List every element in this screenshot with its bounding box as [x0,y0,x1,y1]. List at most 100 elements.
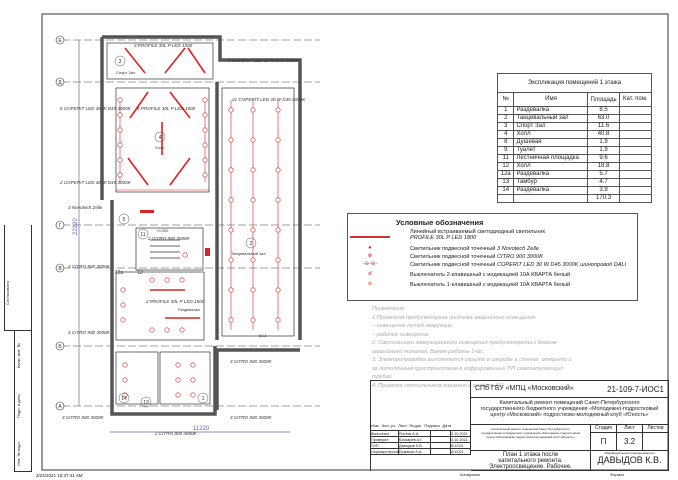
luminaire-mark [164,277,170,283]
table-cell [618,154,653,163]
col-header: Лист [398,423,407,428]
table-cell: 1.9 [587,138,620,147]
fixture-label: 6 COPERIT LED 30 W D45 3000K [60,106,132,111]
table-cell: 12а [496,170,515,179]
revision-headers: Изм. Кол. уч. Лист № док. Подпись Дата [371,423,471,431]
fixture-label: 2 COPERIT LED 30 W D45 3000K [59,180,132,185]
luminaire-mark [182,252,188,258]
luminaire-mark [228,137,234,143]
luminaire-mark [190,377,196,383]
coperit-icon: -⊖-⊖- [362,261,378,267]
room-number: 13 [143,400,149,406]
table-cell: Спорт Зал [513,122,589,131]
table-cell: Душевая [513,138,589,147]
table-cell: 5.7 [587,170,620,179]
luminaire-mark [202,172,208,178]
sheet-frame [41,13,669,471]
sheets-header: Листов [643,425,669,433]
legend-text: Выключатель 1-клавишный с индикацией 10А… [410,282,571,288]
walls [100,35,302,416]
org-cell: СПб ГБУ «МПЦ «Московский» 21-109-7-ИОС1 [471,381,669,398]
table-cell: 3 [496,122,515,131]
table-cell: 1 [496,106,515,115]
firm-name: ДАВЫДОВ К.В. [597,455,662,465]
room-explication-table: Экспликация помещений 1 этажа № Имя Площ… [496,73,653,203]
print-timestamp: 3/24/2021 10:37:41 AM [36,473,83,478]
inventory-box [14,330,32,472]
room-number: 1 [202,396,205,402]
table-cell: 40.8 [587,130,620,139]
axis-label: Г [59,223,62,229]
grid-axes [62,39,320,407]
format-label: Формат [610,472,625,477]
luminaire-mark [175,392,181,398]
table-title: Экспликация помещений 1 этажа [497,73,652,93]
fixture-label: 4 CITRO 900 3000K [68,330,111,335]
table-cell: 14 [496,186,515,195]
luminaire-mark [120,287,126,293]
signature-role: Проверил [371,437,399,443]
legend-item: Выключатель 2-клавишный с индикацией 10А… [410,272,570,278]
luminaire-mark [275,257,281,263]
inv-sub-label: Взам. инв. № [16,343,21,368]
table-header: № [496,92,515,107]
luminaire-mark [228,257,234,263]
table-cell: 11.6 [587,122,620,131]
document-code: 21-109-7-ИОС1 [607,385,664,394]
table-cell: Лестничная площадка [513,154,589,163]
table-cell [618,106,653,115]
luminaire-mark [250,167,256,173]
luminaire-mark [250,287,256,293]
sheet-value: 3.2 [617,433,643,451]
note-line: 2. Светильники эвакуационного освещения … [372,340,557,355]
fixture-label: 3 CITRO 900 3000K [230,415,273,420]
table-cell: 4 [496,130,515,139]
legend-text: Светильник подвесной точечный [410,254,497,260]
fixture-label: 3 Novotech Zelle [68,205,103,210]
note-line: 4. Привязка светильников показано в разд… [372,382,504,389]
luminaire-mark [149,327,155,333]
fixture-label: 8 COPERIT LED 30 W D45 3000K [228,58,300,63]
luminaire-mark [202,142,208,148]
table-cell: 4.7 [587,178,620,187]
legend-model: CITRO 900 3000K [496,254,543,260]
note-line: 1.Проектом предусмотрена система аварийн… [372,314,537,321]
luminaire-mark [275,287,281,293]
luminaire-mark [228,107,234,113]
col-header: Подпись [424,423,441,428]
room-name: Спорт Зал [116,70,136,75]
axis-label: Д [58,80,62,86]
luminaire-mark [228,317,234,323]
col-header: Изм. [371,423,380,428]
room-outlines [106,42,295,405]
room-number: 14 [121,396,127,402]
table-cell: Тамбур [513,178,589,187]
room-name: Раздевалка [178,307,200,312]
horizontal-dimension: 11220 [193,426,210,432]
signature-date: 3.10.2021 [451,431,471,437]
legend-text: Выключатель 2-клавишный с индикацией 10А… [410,272,571,278]
luminaire-mark [190,362,196,368]
signature-date: 4/1/021 [451,443,471,449]
legend-text: Светильник подвесной точечный [410,262,497,268]
switch-panel [205,248,210,256]
note-line: – освещение путей эвакуации [372,323,453,329]
col-header: Кол. уч. [381,423,397,428]
axis-label: В [58,266,62,272]
table-cell: Раздевалка [513,186,589,195]
luminaire-mark [228,287,234,293]
table-cell: 1.9 [587,146,620,155]
luminaire-mark [275,137,281,143]
luminaire-mark [250,317,256,323]
luminaire-mark [250,107,256,113]
luminaire-mark [250,137,256,143]
table-header: Имя [513,92,589,107]
novotech-zelle [140,210,154,213]
signature-mark [431,437,451,443]
note-line: – рабочее освещение [372,331,429,338]
fixture-label: 3 CITRO 900 3000K [68,264,111,269]
